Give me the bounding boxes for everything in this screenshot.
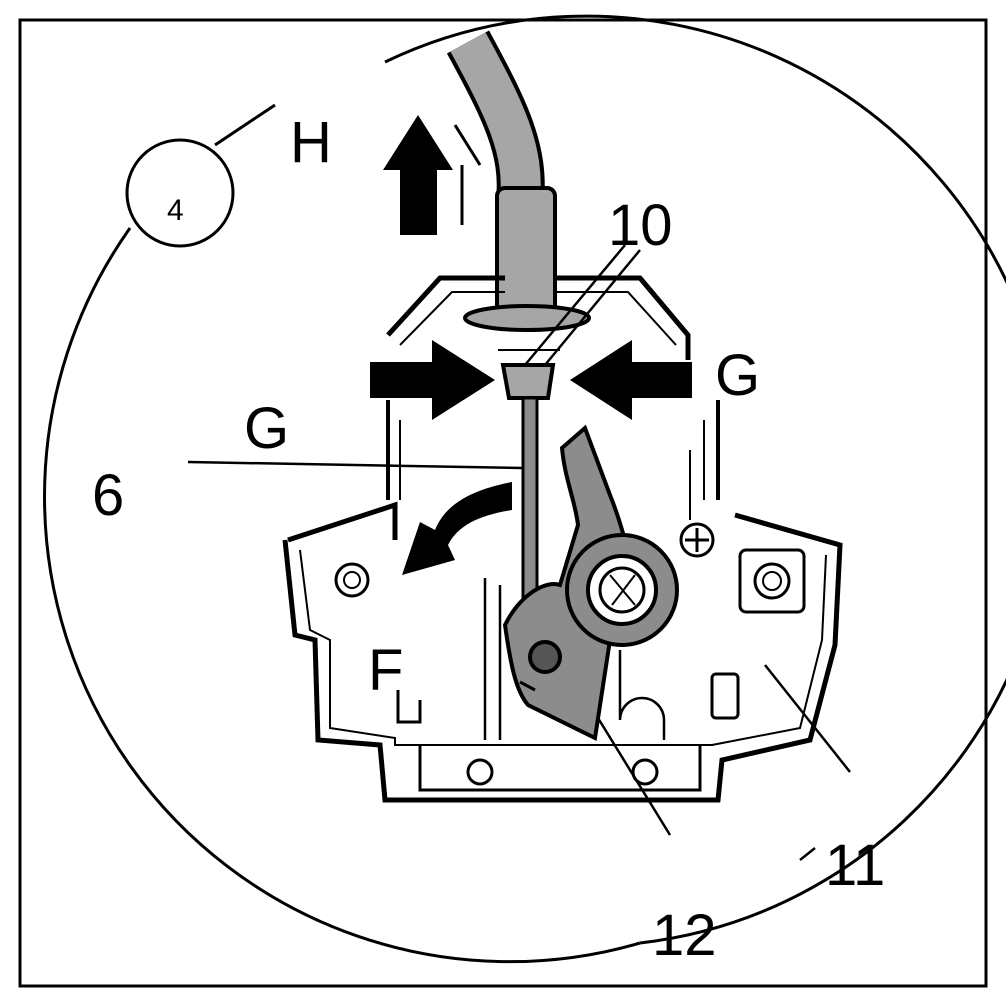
leader-12 [596, 717, 672, 836]
arrow-g-right [570, 340, 692, 420]
housing-lower-inner [299, 549, 827, 746]
small-slot [710, 672, 740, 720]
pivot-line-2 [611, 574, 636, 606]
label-6: 6 [92, 463, 124, 528]
rotation-arrow-f [402, 482, 512, 575]
arrow-h-highlight [453, 124, 482, 166]
inner-wire [521, 396, 539, 615]
label-h: H [290, 110, 332, 175]
label-11: 11 [825, 833, 885, 898]
label-10: 10 [608, 193, 673, 258]
housing-base-plate [418, 745, 702, 792]
label-12: 12 [652, 903, 717, 968]
detail-circle-left [43, 227, 641, 964]
leader-10-b [544, 249, 641, 366]
housing-sides [386, 400, 720, 500]
step-number-circle [125, 138, 235, 248]
right-mount-hole [753, 562, 791, 600]
outer-frame [18, 18, 988, 988]
lever-slot [519, 680, 536, 692]
inner-rib [483, 578, 666, 740]
base-hole-right [631, 758, 659, 786]
cable-end-stop [500, 363, 556, 400]
base-hole-left [466, 758, 494, 786]
leader-11-tick [799, 847, 816, 861]
housing-lower [282, 501, 843, 803]
label-g-right: G [715, 343, 760, 408]
step-number-label: 4 [167, 194, 184, 227]
left-mount-hole-inner [343, 571, 361, 589]
housing-side-inner [399, 420, 705, 520]
callout-leader [214, 103, 276, 147]
right-mount-hole-inner [762, 571, 782, 591]
direction-arrow-h [383, 115, 453, 235]
arrow-g-left [370, 340, 495, 420]
cable-fill [450, 32, 541, 202]
left-mount-hole [334, 562, 370, 598]
cable-sleeve [495, 186, 557, 315]
leader-10-a [524, 244, 626, 366]
left-clip [396, 690, 422, 724]
label-g-left: G [244, 396, 289, 461]
leader-11 [764, 664, 851, 773]
housing-upper-inner [399, 291, 677, 346]
detail-circle [384, 14, 1006, 945]
wire-pin [528, 640, 562, 674]
leader-6 [187, 460, 524, 470]
